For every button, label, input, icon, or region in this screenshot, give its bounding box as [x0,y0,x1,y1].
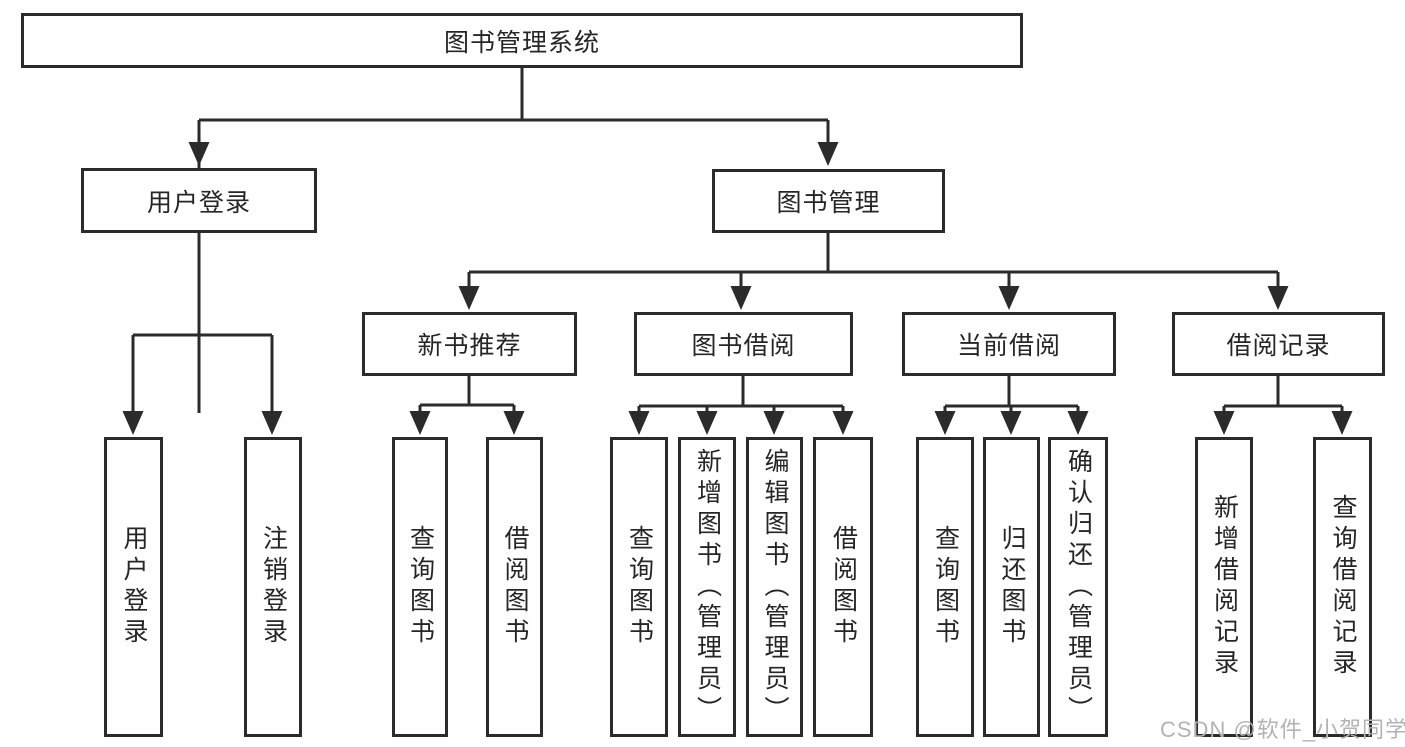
node-book-management: 图书管理 [712,169,945,233]
node-label: 用户登录 [146,188,251,217]
node-label: 编辑图书（管理员） [761,447,789,727]
node-label: 新增图书（管理员） [693,447,722,727]
node-label: 查询图书 [625,525,654,649]
node-label: 查询借阅记录 [1329,494,1357,680]
node-label: 借阅图书 [501,525,529,649]
node-library-management-system: 图书管理系统 [21,13,1023,68]
node-label: 归还图书 [998,525,1026,649]
node-current-borrowing: 当前借阅 [902,312,1116,376]
node-label: 图书管理 [776,189,881,217]
node-leaf-borrow-books-recommend: 借阅图书 [486,437,543,737]
node-leaf-query-borrow-record: 查询借阅记录 [1313,437,1372,737]
node-leaf-confirm-return-admin: 确认归还（管理员） [1048,437,1108,737]
node-book-borrowing: 图书借阅 [634,312,853,376]
node-leaf-return-books: 归还图书 [983,437,1040,737]
node-label: 当前借阅 [956,332,1061,360]
node-label: 图书管理系统 [443,28,600,57]
node-leaf-logout: 注销登录 [244,437,302,737]
node-label: 查询图书 [406,525,435,649]
node-label: 新书推荐 [417,332,522,360]
node-leaf-add-borrow-record: 新增借阅记录 [1195,437,1253,737]
node-leaf-query-books-current: 查询图书 [916,437,974,737]
node-new-book-recommendation: 新书推荐 [362,312,577,376]
node-label: 确认归还（管理员） [1064,447,1093,727]
node-label: 查询图书 [931,525,960,649]
node-user-login: 用户登录 [81,168,317,233]
node-label: 图书借阅 [691,332,796,360]
node-leaf-edit-books-admin: 编辑图书（管理员） [746,437,803,737]
node-leaf-add-books-admin: 新增图书（管理员） [678,437,736,737]
node-label: 借阅图书 [829,525,858,649]
node-label: 用户登录 [120,525,148,649]
node-label: 注销登录 [259,525,288,649]
node-leaf-query-books-recommend: 查询图书 [392,437,448,737]
node-label: 借阅记录 [1226,332,1331,360]
csdn-watermark: CSDN @软件_小贺同学 [1160,717,1405,742]
node-leaf-user-login: 用户登录 [104,437,163,737]
node-leaf-query-books-borrowing: 查询图书 [610,437,668,737]
node-borrowing-records: 借阅记录 [1172,312,1385,376]
node-label: 新增借阅记录 [1210,494,1239,680]
node-leaf-borrow-books: 借阅图书 [813,437,873,737]
